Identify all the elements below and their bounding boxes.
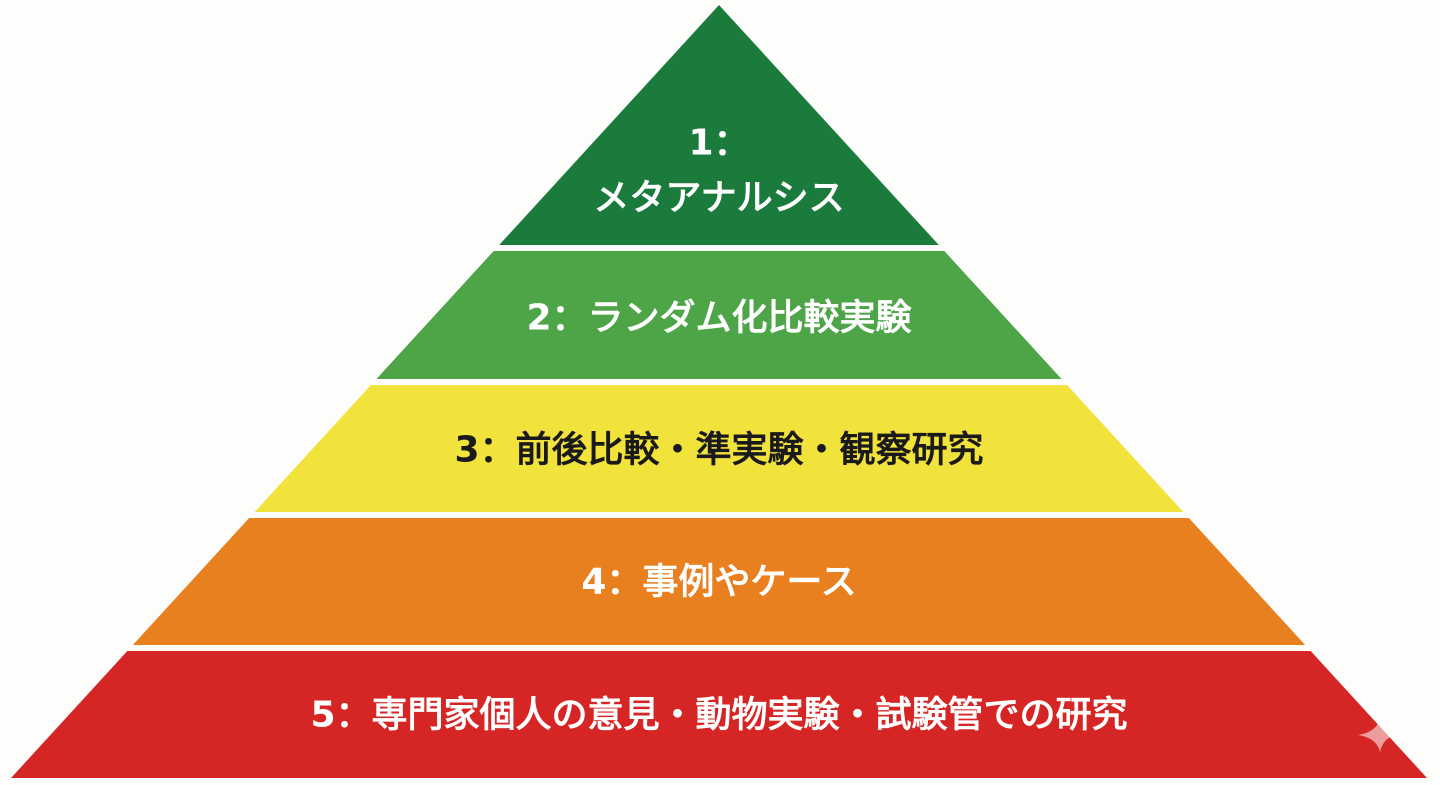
level-4-shape — [132, 518, 1306, 645]
sparkle-icon — [1358, 718, 1396, 752]
level-2-label: 2：ランダム化比較実験 — [526, 298, 912, 339]
pyramid-level-3: 3：前後比較・準実験・観察研究 — [254, 385, 1184, 512]
level-1-label: メタアナルシス — [593, 178, 844, 219]
level-3-label: 3：前後比較・準実験・観察研究 — [454, 430, 983, 471]
pyramid-level-5: 5：専門家個人の意見・動物実験・試験管での研究 — [11, 651, 1427, 778]
level-5-label: 5：専門家個人の意見・動物実験・試験管での研究 — [310, 695, 1127, 736]
pyramid-level-1: 1： メタアナルシス — [499, 5, 939, 245]
level-2-shape — [376, 251, 1062, 379]
pyramid-level-4: 4：事例やケース — [132, 518, 1306, 645]
level-1-label: 1： — [688, 123, 749, 164]
level-1-shape — [499, 5, 939, 245]
level-3-shape — [254, 385, 1184, 512]
pyramid-level-2: 2：ランダム化比較実験 — [376, 251, 1062, 379]
level-5-shape — [11, 651, 1427, 778]
level-4-label: 4：事例やケース — [581, 562, 856, 603]
